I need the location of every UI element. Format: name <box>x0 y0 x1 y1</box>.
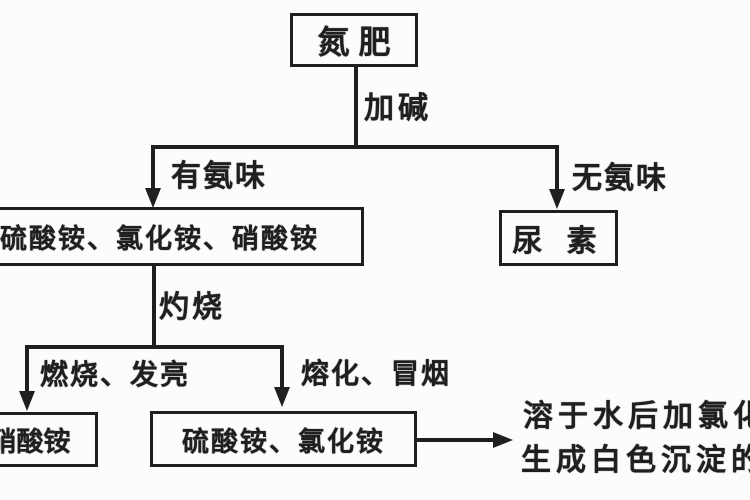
node-ammonium-salts-label: 硫酸铵、氯化铵、硝酸铵 <box>0 224 319 254</box>
result-note-line1: 溶于水后加氯化 <box>523 400 750 433</box>
node-urea-label: 尿 素 <box>512 225 605 258</box>
edge-label-ammonia-smell: 有氨味 <box>171 160 267 193</box>
arrow-down-right-icon <box>549 189 565 209</box>
connector-secondary-split <box>25 345 284 349</box>
arrow-down-burn-icon <box>19 391 35 411</box>
connector-right-drop <box>555 145 559 195</box>
node-ammonium-nitrate: 硝酸铵 <box>0 412 98 467</box>
node-ammonium-nitrate-label: 硝酸铵 <box>0 427 71 457</box>
node-sulfate-chloride-label: 硫酸铵、氯化铵 <box>182 426 385 457</box>
edge-label-melt-smoke: 熔化、冒烟 <box>301 358 452 389</box>
result-note-line2: 生成白色沉淀的 <box>521 444 750 477</box>
connector-melt-drop <box>280 345 284 393</box>
connector-result-line <box>417 438 497 442</box>
node-ammonium-salts: 硫酸铵、氯化铵、硝酸铵 <box>0 207 364 266</box>
edge-label-add-alkali: 加碱 <box>364 92 432 125</box>
edge-label-burn-bright: 燃烧、发亮 <box>40 359 191 390</box>
connector-root-stem <box>354 66 358 147</box>
connector-main-split <box>151 145 559 149</box>
arrow-down-melt-icon <box>274 387 290 407</box>
edge-label-no-ammonia-smell: 无氨味 <box>572 162 668 195</box>
connector-calcine-stem <box>152 264 156 349</box>
arrow-down-left-icon <box>145 188 161 208</box>
node-urea: 尿 素 <box>499 210 618 266</box>
edge-label-calcine: 灼烧 <box>159 291 225 324</box>
connector-left-drop <box>151 145 155 195</box>
node-nitrogen-fertilizer: 氮 肥 <box>290 13 418 67</box>
node-nitrogen-fertilizer-label: 氮 肥 <box>317 24 391 60</box>
arrow-right-result-icon <box>493 432 513 448</box>
connector-burn-drop <box>25 345 29 397</box>
node-sulfate-chloride: 硫酸铵、氯化铵 <box>150 411 417 467</box>
